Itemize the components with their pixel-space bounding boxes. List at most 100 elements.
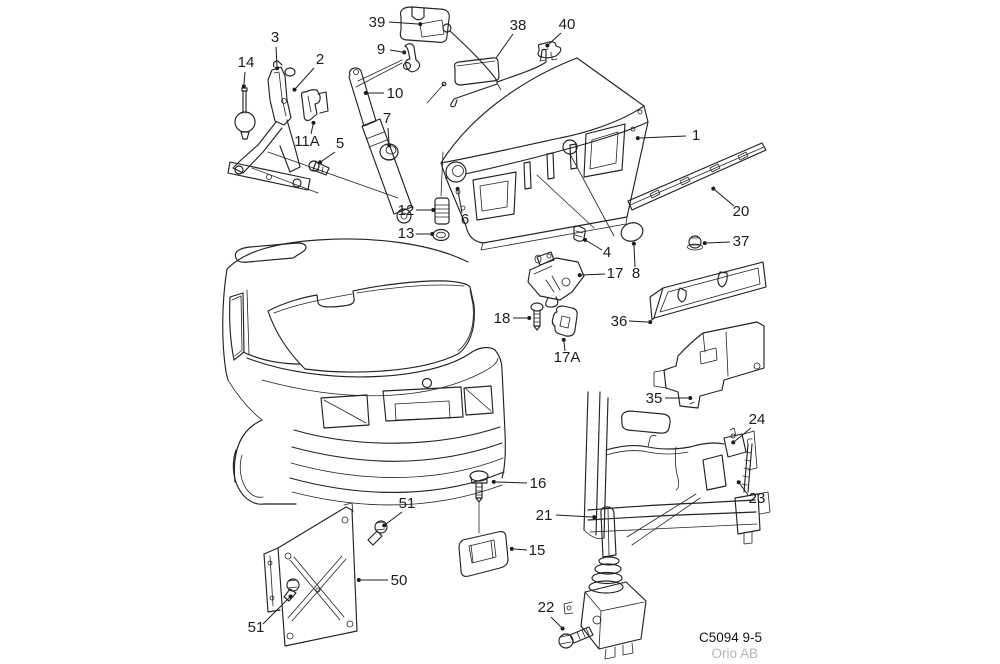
leader-dot bbox=[561, 337, 566, 342]
leader-line bbox=[628, 320, 649, 323]
part-callout-39: 39 bbox=[369, 14, 423, 31]
leader-dot bbox=[577, 273, 582, 278]
car-rear-view-drawing bbox=[222, 238, 506, 506]
part-label-4: 4 bbox=[603, 244, 611, 261]
leader-line bbox=[243, 71, 246, 85]
leader-line bbox=[548, 32, 562, 45]
plug-4-drawing bbox=[573, 225, 586, 242]
leader-dot bbox=[635, 136, 640, 141]
part-label-51: 51 bbox=[248, 619, 265, 636]
leader-dot bbox=[311, 120, 316, 125]
leader-line bbox=[495, 481, 528, 484]
gas-strut-10-drawing bbox=[348, 59, 413, 224]
cover-8-drawing bbox=[620, 222, 644, 242]
part-label-40: 40 bbox=[559, 16, 576, 33]
leader-dot bbox=[527, 316, 532, 320]
damper-pad-drawing bbox=[426, 57, 500, 104]
emblem-39-drawing bbox=[399, 6, 452, 43]
ball-stud-14-drawing bbox=[234, 87, 256, 140]
part-label-6: 6 bbox=[461, 211, 469, 228]
part-label-24: 24 bbox=[749, 411, 766, 428]
leader-dot bbox=[545, 43, 550, 48]
leader-dot bbox=[431, 208, 436, 212]
part-label-7: 7 bbox=[383, 110, 391, 127]
part-label-23: 23 bbox=[749, 490, 766, 507]
leader-dot bbox=[292, 87, 297, 92]
part-callout-38: 38 bbox=[495, 17, 526, 59]
leader-dot bbox=[688, 396, 693, 400]
bolt-51-top-drawing bbox=[367, 520, 388, 546]
part-label-22: 22 bbox=[538, 599, 555, 616]
leader-line bbox=[513, 548, 528, 551]
leader-line bbox=[714, 189, 735, 207]
part-callout-51-31: 51 bbox=[382, 495, 416, 528]
part-callout-14: 14 bbox=[238, 54, 255, 89]
part-callout-16: 16 bbox=[491, 475, 546, 492]
part-callout-21: 21 bbox=[536, 507, 597, 524]
leader-dot bbox=[592, 515, 597, 520]
part-label-14: 14 bbox=[238, 54, 255, 71]
hinge-assembly-drawing bbox=[227, 60, 399, 199]
part-callout-35: 35 bbox=[646, 390, 693, 407]
part-callout-4: 4 bbox=[583, 237, 611, 261]
leader-line bbox=[295, 67, 315, 89]
part-callout-22: 22 bbox=[538, 599, 565, 631]
part-label-9: 9 bbox=[377, 41, 385, 58]
part-label-11A: 11A bbox=[294, 133, 320, 150]
part-callout-36: 36 bbox=[611, 313, 653, 330]
leader-line bbox=[581, 273, 606, 276]
sill-panel-36-drawing bbox=[649, 261, 767, 321]
leader-dot bbox=[648, 320, 653, 325]
grommet-6-drawing bbox=[445, 161, 467, 183]
leader-line bbox=[321, 151, 336, 162]
part-callout-11A: 11A bbox=[294, 120, 320, 150]
cylinder-12-drawing bbox=[434, 197, 450, 225]
leader-dot bbox=[491, 479, 496, 484]
leader-dot bbox=[736, 480, 741, 485]
trunk-lid-drawing bbox=[440, 57, 649, 251]
cable-38-drawing bbox=[449, 30, 547, 108]
part-callout-13: 13 bbox=[398, 225, 435, 242]
leader-dot bbox=[430, 232, 435, 236]
part-label-50: 50 bbox=[391, 572, 408, 589]
part-callout-23: 23 bbox=[736, 480, 766, 507]
leader-dot bbox=[509, 546, 514, 551]
part-callout-17: 17 bbox=[577, 265, 624, 282]
part-label-39: 39 bbox=[369, 14, 386, 31]
leader-line bbox=[262, 597, 290, 625]
trim-strip-20-drawing bbox=[627, 142, 767, 211]
leader-dot bbox=[711, 186, 716, 191]
leader-dot bbox=[631, 241, 636, 246]
part-label-3: 3 bbox=[271, 29, 279, 46]
leader-line bbox=[555, 514, 593, 518]
part-callout-12: 12 bbox=[398, 202, 436, 219]
part-label-35: 35 bbox=[646, 390, 663, 407]
leader-dot bbox=[382, 523, 387, 528]
leader-line bbox=[706, 241, 731, 244]
leader-dot bbox=[241, 84, 246, 89]
part-label-1: 1 bbox=[692, 127, 700, 144]
part-callout-7: 7 bbox=[383, 110, 391, 148]
screw-16-drawing bbox=[469, 470, 489, 534]
part-callout-3: 3 bbox=[271, 29, 279, 71]
leader-line bbox=[310, 124, 314, 135]
part-callout-9: 9 bbox=[377, 41, 407, 58]
part-callout-2: 2 bbox=[292, 51, 324, 92]
bolt-5-drawing bbox=[308, 160, 330, 176]
part-label-51: 51 bbox=[399, 495, 416, 512]
leader-line bbox=[495, 33, 514, 59]
part-callout-51-32: 51 bbox=[248, 594, 293, 636]
oring-13-drawing bbox=[432, 228, 450, 242]
part-label-10: 10 bbox=[387, 85, 404, 102]
bracket-11a-drawing bbox=[300, 89, 329, 122]
part-label-17: 17 bbox=[607, 265, 624, 282]
part-label-2: 2 bbox=[316, 51, 324, 68]
striker-15-drawing bbox=[458, 531, 509, 577]
leader-line bbox=[639, 135, 687, 139]
part-label-5: 5 bbox=[336, 135, 344, 152]
part-label-13: 13 bbox=[398, 225, 415, 242]
hook-9-drawing bbox=[402, 43, 421, 73]
